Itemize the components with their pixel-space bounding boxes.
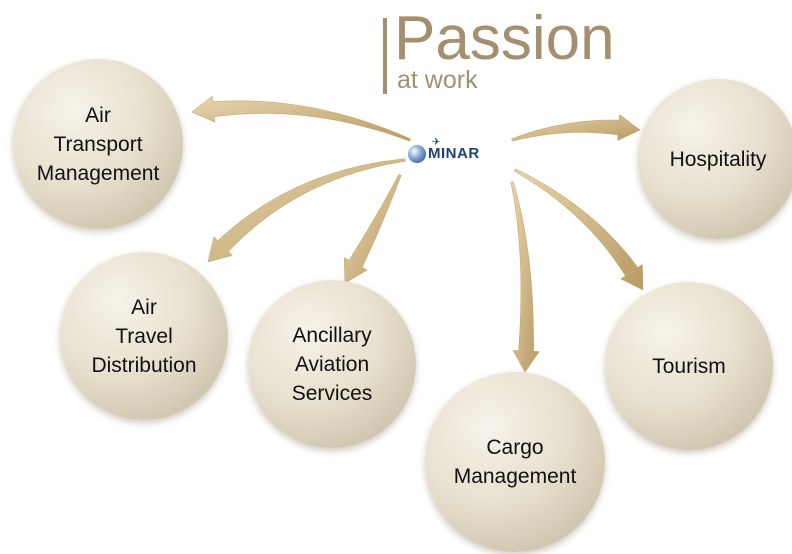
heading-bar: [383, 18, 387, 94]
arrow-to-ancillary: [343, 174, 402, 284]
heading-title: Passion: [394, 4, 615, 73]
node-hospitality: Hospitality: [638, 79, 792, 239]
minar-logo: ✈ MINAR: [408, 138, 504, 166]
airplane-icon: ✈: [432, 137, 441, 148]
logo-text: MINAR: [428, 145, 480, 162]
heading-subtitle: at work: [397, 66, 478, 94]
arrow-to-tourism: [513, 168, 644, 291]
globe-icon: [408, 145, 426, 163]
arrow-to-air-travel: [207, 158, 406, 263]
node-tourism: Tourism: [605, 282, 773, 450]
arrow-to-hospitality: [511, 114, 641, 142]
arrow-to-air-transport: [191, 95, 411, 142]
arrow-to-cargo: [510, 181, 540, 373]
heading: Passion at work: [383, 4, 643, 94]
node-label: Hospitality: [669, 147, 767, 171]
node-label: Tourism: [652, 354, 726, 378]
